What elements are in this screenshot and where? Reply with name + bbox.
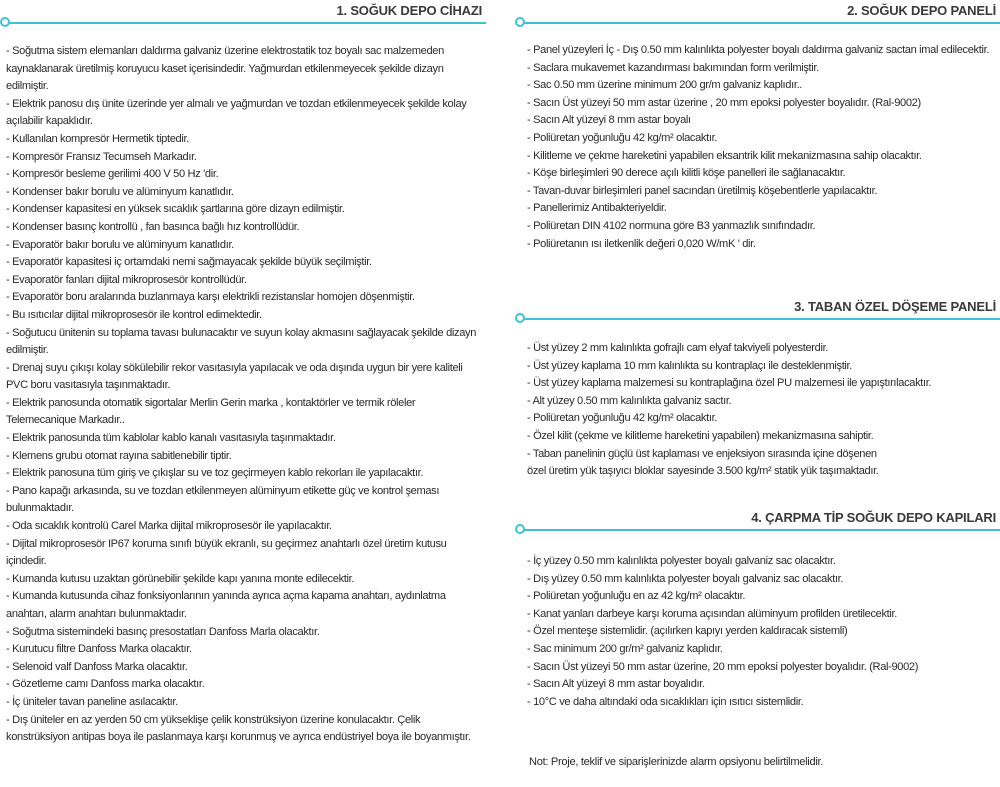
section-title: 2. SOĞUK DEPO PANELİ bbox=[847, 3, 996, 18]
list-item: - Gözetleme camı Danfoss marka olacaktır… bbox=[6, 678, 205, 691]
list-item: - Soğutma sistemindeki basınç presostatl… bbox=[6, 625, 320, 638]
section-dot-icon bbox=[515, 17, 525, 27]
list-item: - Kompresör Fransız Tecumseh Markadır. bbox=[6, 150, 197, 163]
section-impact-doors: 4. ÇARPMA TİP SOĞUK DEPO KAPILARI - İç y… bbox=[515, 507, 1000, 711]
section-divider bbox=[521, 318, 1000, 320]
list-item: - Dış yüzey 0.50 mm kalınlıkta polyester… bbox=[527, 572, 844, 585]
list-item: - Sac 0.50 mm üzerine minimum 200 gr/m g… bbox=[527, 79, 803, 92]
list-item: - Oda sıcaklık kontrolü Carel Marka diji… bbox=[6, 520, 332, 533]
list-item: - Poliüretan yoğunluğu 42 kg/m² olacaktı… bbox=[527, 131, 718, 144]
list-item: - İç üniteler tavan paneline asılacaktır… bbox=[6, 695, 178, 708]
list-item: - Soğutma sistem elemanları daldırma gal… bbox=[6, 45, 444, 93]
list-item: - Kullanılan kompresör Hermetik tiptedir… bbox=[6, 132, 189, 145]
section-dot-icon bbox=[515, 313, 525, 323]
list-item: - Sac minimum 200 gr/m² galvaniz kaplıdı… bbox=[527, 642, 723, 655]
list-item: - Kurutucu filtre Danfoss Marka olacaktı… bbox=[6, 643, 192, 656]
section-item-list: - Üst yüzey 2 mm kalınlıkta gofrajlı cam… bbox=[515, 340, 1000, 481]
list-item: - Elektrik panosuna tüm giriş ve çıkışla… bbox=[6, 467, 424, 480]
list-item: - Kondenser bakır borulu ve alüminyum ka… bbox=[6, 185, 234, 198]
list-item: - Evaporatör boru aralarında buzlanmaya … bbox=[6, 291, 415, 304]
section-header: 3. TABAN ÖZEL DÖŞEME PANELİ bbox=[515, 296, 1000, 323]
section-floor-panel: 3. TABAN ÖZEL DÖŞEME PANELİ - Üst yüzey … bbox=[515, 296, 1000, 481]
section-divider bbox=[521, 22, 1000, 24]
list-item: - 10°C ve daha altındaki oda sıcaklıklar… bbox=[527, 695, 804, 708]
list-item: - Kondenser kapasitesi en yüksek sıcaklı… bbox=[6, 203, 345, 216]
list-item: - Evaporatör bakır borulu ve alüminyum k… bbox=[6, 238, 234, 251]
section-title: 1. SOĞUK DEPO CİHAZI bbox=[336, 3, 482, 18]
section-divider bbox=[6, 22, 486, 24]
list-item: - Poliüretan yoğunluğu en az 42 kg/m² ol… bbox=[527, 590, 746, 603]
list-item: - Evaporatör kapasitesi iç ortamdaki nem… bbox=[6, 256, 372, 269]
section-item-list: - Panel yüzeyleri İç - Dış 0.50 mm kalın… bbox=[515, 42, 1000, 253]
list-item: - Kumanda kutusunda cihaz fonksiyonların… bbox=[6, 590, 446, 620]
section-header: 4. ÇARPMA TİP SOĞUK DEPO KAPILARI bbox=[515, 507, 1000, 534]
list-item: - Poliüretan yoğunluğu 42 kg/m² olacaktı… bbox=[527, 412, 718, 425]
list-item: - Kompresör besleme gerilimi 400 V 50 Hz… bbox=[6, 168, 219, 181]
list-item: - Kondenser basınç kontrollü , fan basın… bbox=[6, 220, 300, 233]
list-item: - Köşe birleşimleri 90 derece açılı kili… bbox=[527, 167, 846, 180]
list-item: - Üst yüzey kaplama 10 mm kalınlıkta su … bbox=[527, 359, 853, 372]
section-dot-icon bbox=[515, 524, 525, 534]
list-item: - Bu ısıtıcılar dijital mikroprosesör il… bbox=[6, 308, 262, 321]
list-item: - Poliüretanın ısı iletkenlik değeri 0,0… bbox=[527, 237, 756, 250]
list-item: - Pano kapağı arkasında, su ve tozdan et… bbox=[6, 484, 440, 515]
list-item: - Sacın Alt yüzeyi 8 mm astar boyalıdır. bbox=[527, 678, 705, 691]
list-item: - Dijital mikroprosesör IP67 koruma sını… bbox=[6, 537, 447, 568]
list-item: - Üst yüzey 2 mm kalınlıkta gofrajlı cam… bbox=[527, 342, 829, 354]
list-item: - Klemens grubu otomat rayına sabitleneb… bbox=[6, 449, 232, 462]
section-item-list: - İç yüzey 0.50 mm kalınlıkta polyester … bbox=[515, 553, 1000, 711]
list-item: - Panel yüzeyleri İç - Dış 0.50 mm kalın… bbox=[527, 44, 990, 56]
list-item: - Kilitleme ve çekme hareketini yapabile… bbox=[527, 149, 922, 162]
list-item: - Kanat yanları darbeye karşı koruma açı… bbox=[527, 607, 897, 620]
section-header: 1. SOĞUK DEPO CİHAZI bbox=[0, 0, 486, 27]
list-item: özel üretim yük taşıyıcı bloklar sayesin… bbox=[527, 465, 879, 478]
list-item: - Elektrik panosunda tüm kablolar kablo … bbox=[6, 432, 336, 445]
list-item: - Özel kilit (çekme ve kilitleme hareket… bbox=[527, 429, 874, 442]
section-cold-storage-unit: 1. SOĞUK DEPO CİHAZI - Soğutma sistem el… bbox=[0, 0, 486, 747]
section-dot-icon bbox=[0, 17, 10, 27]
section-divider bbox=[521, 529, 1000, 531]
list-item: - Kumanda kutusu uzaktan görünebilir şek… bbox=[6, 572, 355, 585]
list-item: - Sacın Alt yüzeyi 8 mm astar boyalı bbox=[527, 114, 691, 127]
list-item: - Poliüretan DIN 4102 normuna göre B3 ya… bbox=[527, 219, 816, 232]
list-item: - Tavan-duvar birleşimleri panel sacında… bbox=[527, 184, 878, 197]
list-item: - Evaporatör fanları dijital mikroproses… bbox=[6, 273, 247, 286]
list-item: - Sacın Üst yüzeyi 50 mm astar üzerine, … bbox=[527, 660, 919, 673]
list-item: - Elektrik panosu dış ünite üzerinde yer… bbox=[6, 97, 467, 128]
list-item: - Alt yüzey 0.50 mm kalınlıkta galvaniz … bbox=[527, 394, 732, 407]
list-item: - Selenoid valf Danfoss Marka olacaktır. bbox=[6, 660, 188, 673]
section-title: 4. ÇARPMA TİP SOĞUK DEPO KAPILARI bbox=[751, 510, 996, 525]
section-item-list: - Soğutma sistem elemanları daldırma gal… bbox=[0, 43, 486, 747]
list-item: - Sacın Üst yüzeyi 50 mm astar üzerine ,… bbox=[527, 96, 921, 109]
section-header: 2. SOĞUK DEPO PANELİ bbox=[515, 0, 1000, 27]
list-item: - Özel menteşe sistemlidir. (açılırken k… bbox=[527, 625, 848, 638]
list-item: - Saclara mukavemet kazandırması bakımın… bbox=[527, 61, 819, 74]
list-item: - İç yüzey 0.50 mm kalınlıkta polyester … bbox=[527, 555, 836, 567]
section-title: 3. TABAN ÖZEL DÖŞEME PANELİ bbox=[794, 299, 996, 314]
list-item: - Dış üniteler en az yerden 50 cm yüksek… bbox=[6, 713, 471, 744]
section-cold-storage-panel: 2. SOĞUK DEPO PANELİ - Panel yüzeyleri İ… bbox=[515, 0, 1000, 253]
list-item: - Üst yüzey kaplama malzemesi su kontrap… bbox=[527, 377, 932, 390]
list-item: - Elektrik panosunda otomatik sigortalar… bbox=[6, 396, 416, 427]
list-item: - Taban panelinin güçlü üst kaplaması ve… bbox=[527, 447, 877, 460]
footnote: Not: Proje, teklif ve siparişlerinizde a… bbox=[529, 756, 824, 768]
list-item: - Panellerimiz Antibakteriyeldir. bbox=[527, 202, 667, 215]
list-item: - Soğutucu ünitenin su toplama tavası bu… bbox=[6, 326, 477, 357]
list-item: - Drenaj suyu çıkışı kolay sökülebilir r… bbox=[6, 361, 463, 392]
